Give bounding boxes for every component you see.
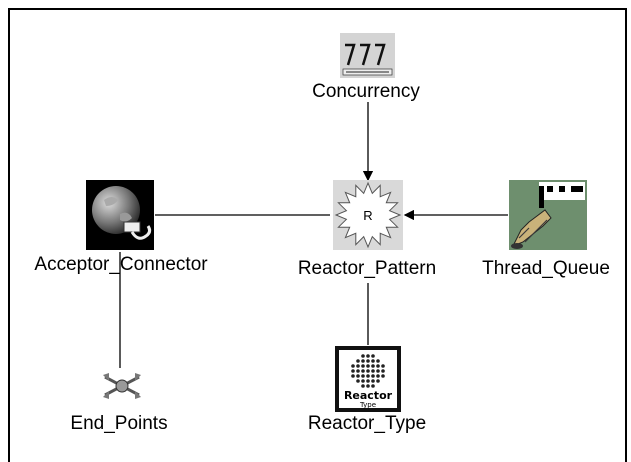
reactor-type-icon-text: Reactor <box>344 389 393 402</box>
reactor-type-icon: Reactor Type <box>335 346 401 412</box>
node-label-end-points: End_Points <box>70 413 168 434</box>
node-label-acceptor-connector: Acceptor_Connector <box>34 254 208 275</box>
concurrency-icon <box>340 33 395 78</box>
node-label-thread-queue: Thread_Queue <box>482 258 610 279</box>
node-label-concurrency: Concurrency <box>312 81 420 102</box>
reactor-icon-text: R <box>363 208 372 223</box>
thread-queue-icon <box>509 180 587 250</box>
node-label-reactor-pattern: Reactor_Pattern <box>297 258 437 279</box>
starburst-r-icon: R <box>333 180 403 250</box>
globe-plug-icon <box>86 180 154 250</box>
canvas-frame <box>8 8 627 462</box>
node-label-reactor-type: Reactor_Type <box>307 413 427 434</box>
endpoints-icon <box>103 373 141 399</box>
reactor-type-icon-subtext: Type <box>359 401 376 409</box>
